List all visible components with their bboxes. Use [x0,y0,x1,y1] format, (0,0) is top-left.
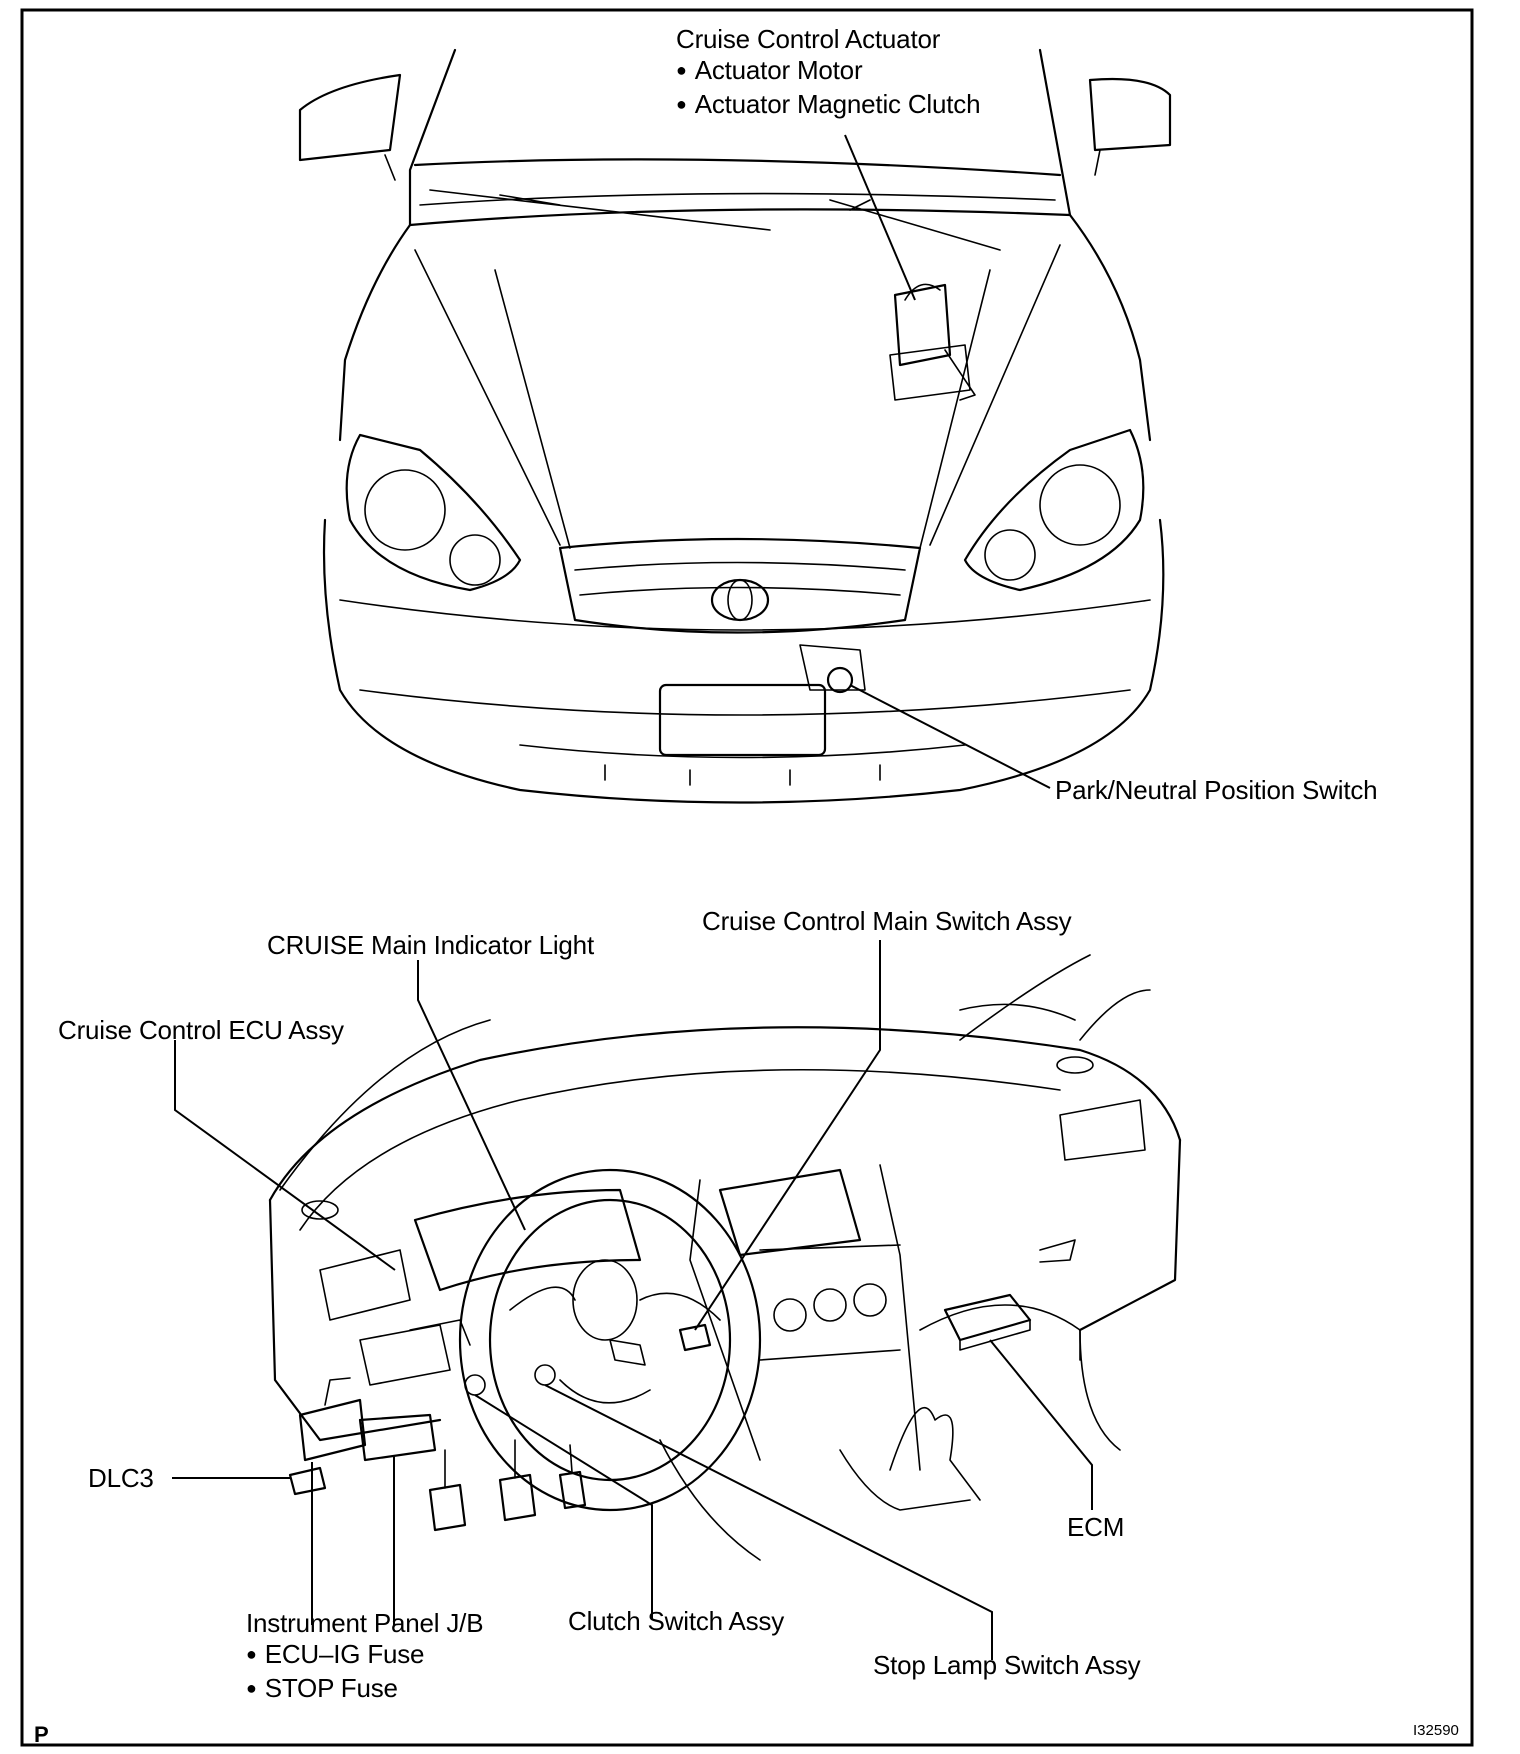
stop-fuse-item: STOP Fuse [246,1673,483,1707]
page-letter: P [34,1722,49,1747]
instrument-panel-illustration [268,954,1182,1561]
main-switch-label: Cruise Control Main Switch Assy [702,906,1072,936]
ecm-label: ECM [1067,1512,1125,1542]
actuator-callout: Cruise Control Actuator Actuator Motor A… [676,24,981,123]
car-front-illustration [298,48,1172,804]
park-neutral-label: Park/Neutral Position Switch [1055,775,1378,805]
ecu-leader [174,1040,396,1271]
park-neutral-leader [849,684,1051,789]
indicator-leader [417,960,526,1231]
ecu-ig-fuse-item: ECU–IG Fuse [246,1639,483,1673]
figure-code: I32590 [1413,1722,1459,1739]
page-frame [20,8,1474,1747]
clutch-leader [474,1394,653,1620]
clutch-label: Clutch Switch Assy [568,1606,785,1636]
actuator-title: Cruise Control Actuator [676,24,941,54]
actuator-clutch-item: Actuator Magnetic Clutch [676,89,981,123]
junction-block-title: Instrument Panel J/B [246,1608,484,1638]
ecu-label: Cruise Control ECU Assy [58,1015,344,1045]
junction-block-callout: Instrument Panel J/B ECU–IG Fuse STOP Fu… [246,1608,484,1707]
ecm-leader [989,1339,1093,1510]
main-switch-leader [694,940,881,1331]
indicator-label: CRUISE Main Indicator Light [267,930,594,960]
actuator-motor-item: Actuator Motor [676,55,980,89]
stop-lamp-leader [544,1384,993,1660]
stop-lamp-label: Stop Lamp Switch Assy [873,1650,1141,1680]
actuator-leader [844,134,916,301]
dlc3-label: DLC3 [88,1463,154,1493]
